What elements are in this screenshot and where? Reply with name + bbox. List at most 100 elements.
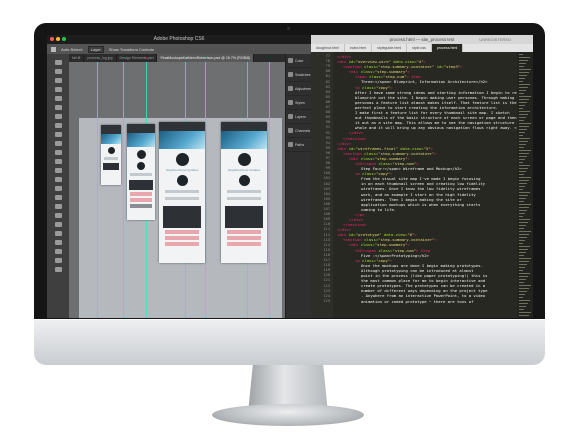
code-token: <div [337,232,349,238]
move-tool-icon[interactable] [51,46,56,52]
minimap-line [519,180,529,181]
tool-icon[interactable] [55,249,62,254]
minimap-line [519,90,526,91]
panel-item-adjustments[interactable]: Adjustments [286,82,315,96]
minimap-line [519,201,524,202]
code-token: number of different ways depending on th… [361,288,488,294]
tool-icon[interactable] [55,60,62,65]
panel-label: Swatches [295,72,311,77]
editor-tab[interactable]: index.html [345,44,373,52]
code-token: > [407,242,410,248]
tool-icon[interactable] [55,186,62,191]
code-token: </div> [349,217,364,222]
code-token: the most common place for me to begin in… [361,278,486,284]
tool-icon[interactable] [55,204,62,209]
minimize-window-icon[interactable] [56,37,60,41]
code-line: it out as a site map. This allows me to … [337,120,526,125]
code-line: I make first a feature list for every th… [337,110,515,115]
guide-line [269,62,270,318]
line-number: 99 [325,166,330,171]
tool-icon[interactable] [55,123,62,128]
tool-icon[interactable] [55,69,62,74]
panel-label: Color [295,58,304,63]
document-tab[interactable]: FinalMockupsKathleenRobertson.psd @ 16.7… [157,54,255,62]
code-line: <p class="copy"> [337,258,515,263]
document-tab[interactable]: Design Elements.psd [117,54,158,62]
code-token: </div> [349,130,364,136]
zoom-window-icon[interactable] [62,37,66,41]
tool-icon[interactable] [55,240,62,245]
document-canvas[interactable]: Neighbourhood Updates Neighbourhood Upda… [69,62,285,318]
tool-icon[interactable] [55,177,62,182]
code-token: class= [364,237,379,243]
show-transform-controls-checkbox[interactable]: Show Transform Controls [108,46,154,52]
code-line: the most common place for me to begin in… [337,278,515,283]
minimap-line [519,156,527,157]
tool-icon[interactable] [55,267,62,272]
minimap-line [519,189,523,190]
tool-icon[interactable] [55,96,62,101]
code-line: whole and it will bring up any obvious n… [337,125,524,130]
minimap-line [519,192,530,193]
editor-tab[interactable]: doughnut.html [311,44,345,52]
panel-item-styles[interactable]: Styles [286,96,312,110]
line-number: 103 [323,186,331,191]
panel-label: Styles [295,100,305,105]
code-area[interactable]: </div><div id="overview-wire" data-view=… [337,54,526,304]
close-window-icon[interactable] [50,37,54,41]
guide-line [97,62,98,318]
editor-tab[interactable]: style.css [407,44,432,52]
tool-icon[interactable] [55,141,62,146]
code-token: <div [337,59,349,65]
tool-icon[interactable] [55,231,62,236]
tool-icon[interactable] [55,132,62,137]
panel-item-color[interactable]: Color [286,54,312,68]
panel-item-paths[interactable]: Paths [286,138,312,152]
line-number: 119 [323,268,331,273]
auto-select-target-select[interactable]: Layer [87,45,104,53]
tool-icon[interactable] [55,87,62,92]
minimap-line [519,243,523,244]
tool-icon[interactable] [55,159,62,164]
editor-tab[interactable]: styleguide.html [372,44,408,52]
guide-line [123,62,124,318]
panel-item-layers[interactable]: Layers [286,110,312,124]
minimap-line [519,123,531,124]
minimap[interactable] [517,52,533,318]
editor-title-bar: process.html — site_process test [311,35,533,44]
tool-icon[interactable] [55,195,62,200]
code-token: class= [362,171,377,177]
code-token: "step-summary" [374,242,408,248]
tablet-mockup: Neighbourhood Updates [159,122,205,263]
line-number: 88 [325,110,330,115]
tool-icon[interactable] [55,213,62,218]
tool-icon[interactable] [55,258,62,263]
panel-item-swatches[interactable]: Swatches [286,68,312,82]
code-token: "5" [423,145,431,151]
minimap-line [519,120,524,121]
code-line: <div class="step-summary"> [337,242,515,247]
code-line: <div class="step-summary"> [337,156,515,161]
line-number: 83 [325,84,330,89]
code-token: id= [348,59,356,65]
code-token: <p [355,257,363,263]
tool-icon[interactable] [55,114,62,119]
tool-icon[interactable] [55,168,62,173]
code-line: <div id="wireframes-final" data-view="5"… [337,146,515,151]
tool-icon[interactable] [55,78,62,83]
code-token: <p [355,84,363,90]
editor-tab[interactable]: process.html [431,44,464,52]
auto-select-checkbox[interactable]: Auto-Select: [61,46,83,52]
code-line: Three:</span> Blueprint, Information Arc… [337,79,515,84]
tool-icon[interactable] [55,150,62,155]
mockup-caption: Neighbourhood Updates [227,168,261,172]
document-tab[interactable]: fall.ffl [69,54,85,62]
code-token: data-view= [397,145,424,151]
channels-panel-icon [288,128,293,133]
minimap-line [519,111,530,112]
document-tab[interactable]: process_log.jpg [84,54,117,62]
tool-icon[interactable] [55,222,62,227]
line-number: 125 [323,298,331,303]
panel-item-channels[interactable]: Channels [286,124,312,138]
tool-icon[interactable] [55,105,62,110]
